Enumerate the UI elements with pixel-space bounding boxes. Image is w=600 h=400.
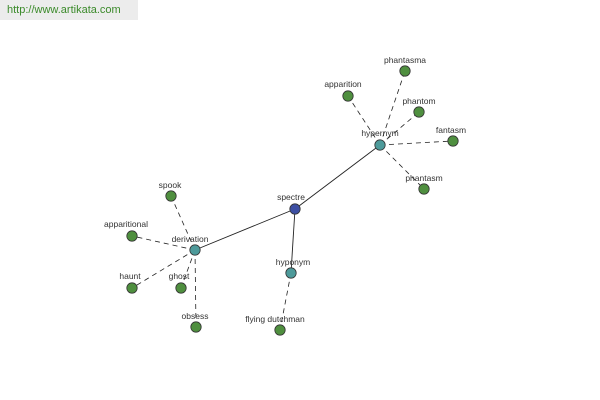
edge-derivation-to-spook [170,195,196,251]
edge-hypernym-to-phantasm [379,144,425,190]
node-label-apparition[interactable]: apparition [324,79,362,89]
node-apparition[interactable] [342,90,354,102]
node-label-haunt[interactable]: haunt [119,271,141,281]
edge-spectre-to-hypernym [294,144,381,210]
node-label-obsess[interactable]: obsess [182,311,209,321]
edges-layer [131,70,454,331]
node-label-ghost[interactable]: ghost [169,271,190,281]
node-derivation[interactable] [189,244,201,256]
node-fantasm[interactable] [447,135,459,147]
edge-hypernym-to-phantasma [379,70,406,146]
edge-derivation-to-haunt [131,249,196,289]
node-label-flying-dutchman[interactable]: flying dutchman [245,314,305,324]
node-flying-dutchman[interactable] [274,324,286,336]
node-label-derivation[interactable]: derivation [172,234,209,244]
node-ghost[interactable] [175,282,187,294]
edge-hyponym-to-flying-dutchman [279,272,292,331]
node-phantasma[interactable] [399,65,411,77]
node-label-hypernym[interactable]: hypernym [361,128,398,138]
edge-spectre-to-hyponym [290,208,296,274]
node-phantasm[interactable] [418,183,430,195]
node-label-phantom[interactable]: phantom [402,96,435,106]
node-label-phantasma[interactable]: phantasma [384,55,426,65]
node-apparitional[interactable] [126,230,138,242]
node-obsess[interactable] [190,321,202,333]
edge-derivation-to-ghost [180,249,196,289]
node-spectre[interactable] [289,203,301,215]
site-url-link[interactable]: http://www.artikata.com [0,0,138,20]
node-label-fantasm[interactable]: fantasm [436,125,466,135]
nodes-layer [126,65,459,336]
node-hypernym[interactable] [374,139,386,151]
edge-hypernym-to-apparition [347,95,381,146]
node-spook[interactable] [165,190,177,202]
edge-derivation-to-apparitional [131,235,196,251]
node-hyponym[interactable] [285,267,297,279]
labels-layer: spectre hypernym derivation hyponym phantasm… [104,55,466,324]
node-phantom[interactable] [413,106,425,118]
node-label-spook[interactable]: spook [159,180,182,190]
node-label-phantasm[interactable]: phantasm [405,173,442,183]
edge-spectre-to-derivation [194,208,296,251]
node-label-hyponym[interactable]: hyponym [276,257,311,267]
node-label-spectre[interactable]: spectre [277,192,305,202]
edge-derivation-to-obsess [194,249,197,328]
node-haunt[interactable] [126,282,138,294]
edge-hypernym-to-fantasm [379,140,454,146]
node-label-apparitional[interactable]: apparitional [104,219,148,229]
